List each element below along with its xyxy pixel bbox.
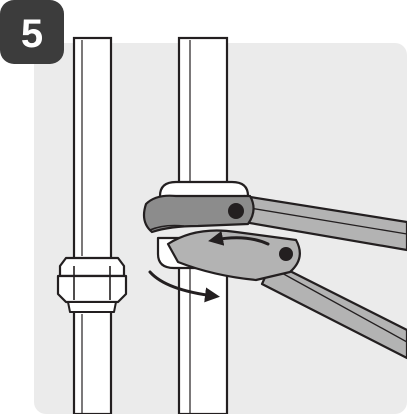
- compression-nut-top: [58, 256, 126, 278]
- pliers-upper-handle-ridge: [249, 207, 407, 235]
- compression-nut: [56, 256, 128, 313]
- pliers-lower-handle-ridge: [279, 271, 407, 343]
- compression-nut-olive: [67, 301, 117, 313]
- step-number: 5: [21, 12, 43, 56]
- curved-arrow-left-icon: [208, 230, 270, 246]
- pliers-lower-pivot-bolt: [279, 247, 293, 261]
- left-pipe-lower-segment: [72, 308, 113, 414]
- pliers-upper-pivot-bolt: [228, 203, 244, 219]
- compression-nut-body: [56, 274, 128, 304]
- left-pipe: [72, 36, 113, 414]
- left-pipe-upper-segment: [72, 36, 113, 262]
- pliers-upper-jaw-lip: [149, 224, 185, 231]
- pliers-upper-jaw: [142, 194, 255, 234]
- curved-arrow-right-icon: [148, 270, 220, 303]
- right-pipe-upper-segment: [177, 36, 229, 190]
- right-pipe-lower-segment: [177, 260, 229, 414]
- step-badge-background: [0, 0, 64, 64]
- step-badge: 5: [0, 0, 64, 64]
- panel-background: [34, 43, 407, 414]
